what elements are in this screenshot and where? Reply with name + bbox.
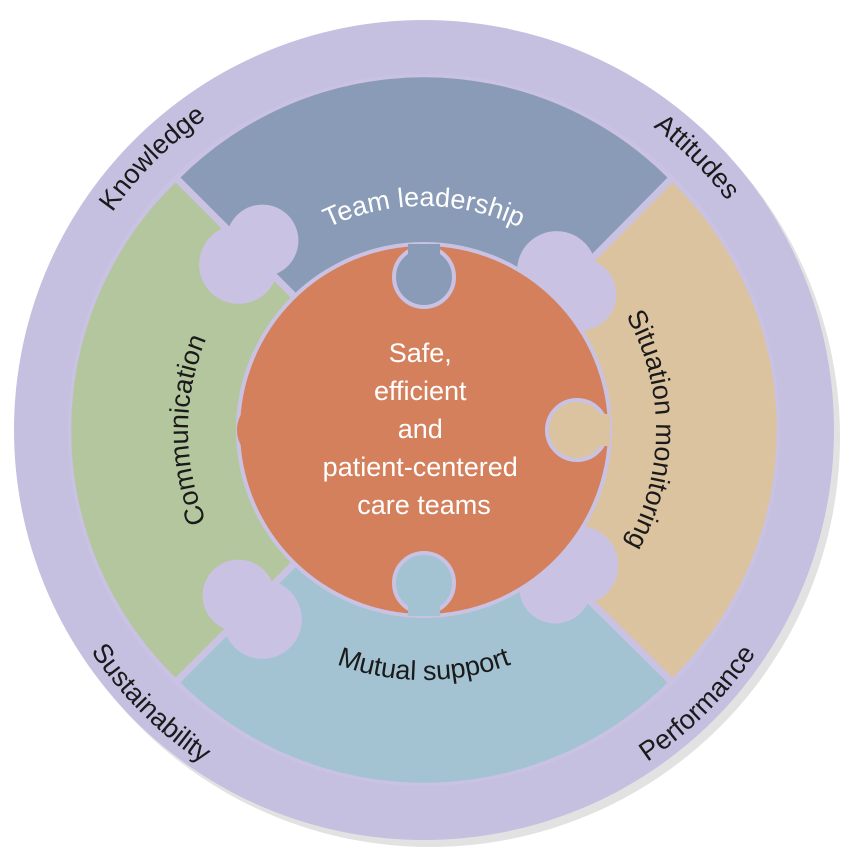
right-piece (519, 180, 777, 680)
center-line-1: Safe, (389, 338, 452, 368)
center-notch-right-neck (590, 414, 610, 446)
center-line-5: care teams (357, 490, 491, 520)
center-notch-bottom-neck (408, 596, 440, 616)
center-line-3: and (398, 414, 443, 444)
bottom-piece (178, 529, 670, 783)
left-piece (71, 180, 329, 680)
center-piece: Safe, efficient and patient-centered car… (236, 242, 612, 618)
center-line-4: patient-centered (323, 452, 518, 482)
center-text: Safe, efficient and patient-centered car… (323, 338, 526, 520)
center-piece-body (240, 246, 608, 614)
seam-left-top (174, 176, 333, 335)
center-notch-top-neck (408, 244, 440, 264)
center-tab-left-neck (262, 414, 288, 446)
center-line-2: efficient (374, 376, 467, 406)
seam-bottom-left (174, 525, 333, 684)
top-piece (178, 77, 670, 331)
